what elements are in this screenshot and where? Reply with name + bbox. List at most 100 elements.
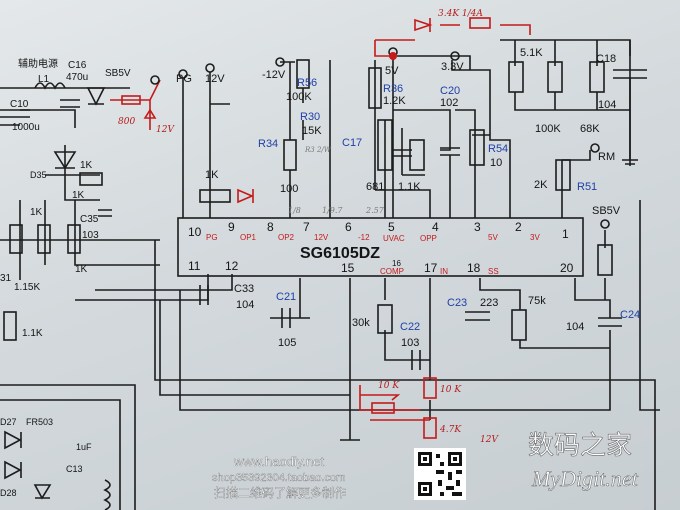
label-c22-val: 103 (401, 337, 419, 349)
pin-16-name: COMP (380, 267, 404, 276)
label-c24-val: 104 (566, 321, 584, 333)
label-681: 681 (366, 181, 384, 193)
resistor-r36 (368, 67, 382, 109)
pin-5-num: 5 (388, 220, 395, 234)
resistor-sb5v (597, 244, 613, 276)
ic-top-pins: 10 PG 9 OP1 8 OP2 7 12V 6 -12 5 UVAC 4 O… (188, 220, 569, 243)
label-1k-b: 1K (30, 207, 43, 218)
resistor-681 (377, 119, 393, 171)
capacitor-c10 (0, 109, 30, 118)
pin-3-name: 5V (488, 233, 498, 242)
hand-12v-b: 12V (480, 435, 499, 445)
watermark-scan: 扫描二维码了解更多制作 (214, 486, 346, 500)
pin-2-num: 2 (515, 220, 522, 234)
label-100k: 100K (535, 123, 561, 135)
pin-10-name: PG (206, 233, 218, 242)
label-sb5v-left: SB5V (105, 68, 131, 79)
ic-sg6105dz: SG6105DZ (177, 217, 584, 277)
resistor-4-7k-red (423, 417, 437, 439)
handwritten-notes: 3.4K 1/4A 800 12V 10 K 10 K 4.7K 12V 1/8… (118, 9, 499, 445)
label-fr503: FR503 (26, 417, 53, 427)
resistor-r51 (555, 159, 571, 191)
label-c20-val: 102 (440, 97, 458, 109)
label-r54: R54 (488, 143, 508, 155)
qr-code (414, 448, 466, 500)
pin-8-name: OP2 (278, 233, 295, 242)
label-1-1k: 1.1K (22, 328, 43, 339)
label-neg12v: -12V (262, 69, 286, 81)
pin-9-name: OP1 (240, 233, 257, 242)
pin-18-num: 18 (467, 261, 481, 275)
hand-12v: 12V (156, 125, 175, 135)
label-68k: 68K (580, 123, 600, 135)
label-rm: RM (598, 151, 615, 163)
capacitor-c35 (98, 209, 112, 217)
label-c33: C33 (234, 283, 254, 295)
watermark-site: www.haodiy.net (233, 454, 324, 469)
pencil-c: 2.57 (365, 206, 385, 215)
label-header-note: 辅助电源 (18, 57, 58, 70)
label-c21-val: 105 (278, 337, 296, 349)
pin-1-num: 1 (562, 227, 569, 241)
diode-d28 (4, 460, 22, 480)
watermark-shop: shop35392304.taobao.com (212, 472, 345, 484)
label-r30-val: 15K (302, 125, 322, 137)
pin-7-name: 12V (314, 233, 329, 242)
label-c10: C10 (10, 99, 29, 110)
label-c35-val: 103 (82, 230, 99, 241)
label-r30: R30 (300, 111, 320, 123)
label-r36-val: 1.2K (383, 95, 406, 107)
label-c23-val: 223 (480, 297, 498, 309)
component-labels: 辅助电源 SB5V PG 12V -12V 5V 3.3V L1 C16 470… (0, 47, 640, 498)
resistor-left-1-15k (9, 224, 23, 254)
resistor-5-1k (508, 61, 524, 93)
label-r54-val: 10 (490, 157, 502, 169)
pin-17-num: 17 (424, 261, 438, 275)
resistor-top-red (469, 17, 491, 29)
label-1k-d: 1K (75, 264, 88, 275)
label-sb5v-right: SB5V (592, 205, 621, 217)
pin-7-num: 7 (303, 220, 310, 234)
transformer-coil (103, 479, 111, 510)
label-c21: C21 (276, 291, 296, 303)
label-1-15k: 1.15K (14, 282, 40, 293)
diode-fr503 (33, 484, 52, 500)
pin-15-num: 15 (341, 261, 355, 275)
label-l1: L1 (38, 74, 50, 85)
capacitor-c22 (411, 350, 421, 370)
diode-top-red (414, 18, 433, 32)
pin-4-num: 4 (432, 220, 439, 234)
ic-name: SG6105DZ (300, 245, 380, 262)
capacitor-c21 (281, 308, 291, 328)
pin-10-num: 10 (188, 225, 202, 239)
resistor-30k (377, 304, 393, 334)
label-30k: 30k (352, 317, 370, 329)
label-pg: PG (176, 73, 192, 85)
label-c16: C16 (68, 60, 87, 71)
resistor-10k-red (423, 377, 437, 399)
label-5v: 5V (385, 65, 399, 77)
label-r34-val: 100 (280, 183, 298, 195)
wires (0, 24, 660, 510)
pin-17-name: IN (440, 267, 448, 276)
label-d35: D35 (30, 170, 47, 180)
label-d27: D27 (0, 417, 17, 427)
label-c16-val: 470u (66, 72, 88, 83)
capacitor-c24 (598, 317, 622, 327)
pencil-d: R3 2/W (304, 146, 332, 154)
resistor-100k (547, 61, 563, 93)
label-1-1k-b: 1.1K (398, 181, 421, 193)
terminal-circles (150, 47, 610, 229)
label-12v: 12V (205, 73, 225, 85)
label-c10-val: 1000u (12, 122, 40, 133)
capacitor-c33 (199, 285, 209, 305)
pin-2-name: 3V (530, 233, 540, 242)
pencil-a: 1/8 (288, 206, 301, 215)
resistor-68k (589, 61, 605, 93)
watermark-brand-cn: 数码之家 (528, 430, 632, 460)
pin-6-num: 6 (345, 220, 352, 234)
diode-d35 (53, 151, 77, 170)
hand-4-7k: 4.7K (439, 425, 462, 435)
ic-bottom-pins: 11 12 15 16 COMP 17 IN 18 SS 20 (188, 259, 574, 276)
